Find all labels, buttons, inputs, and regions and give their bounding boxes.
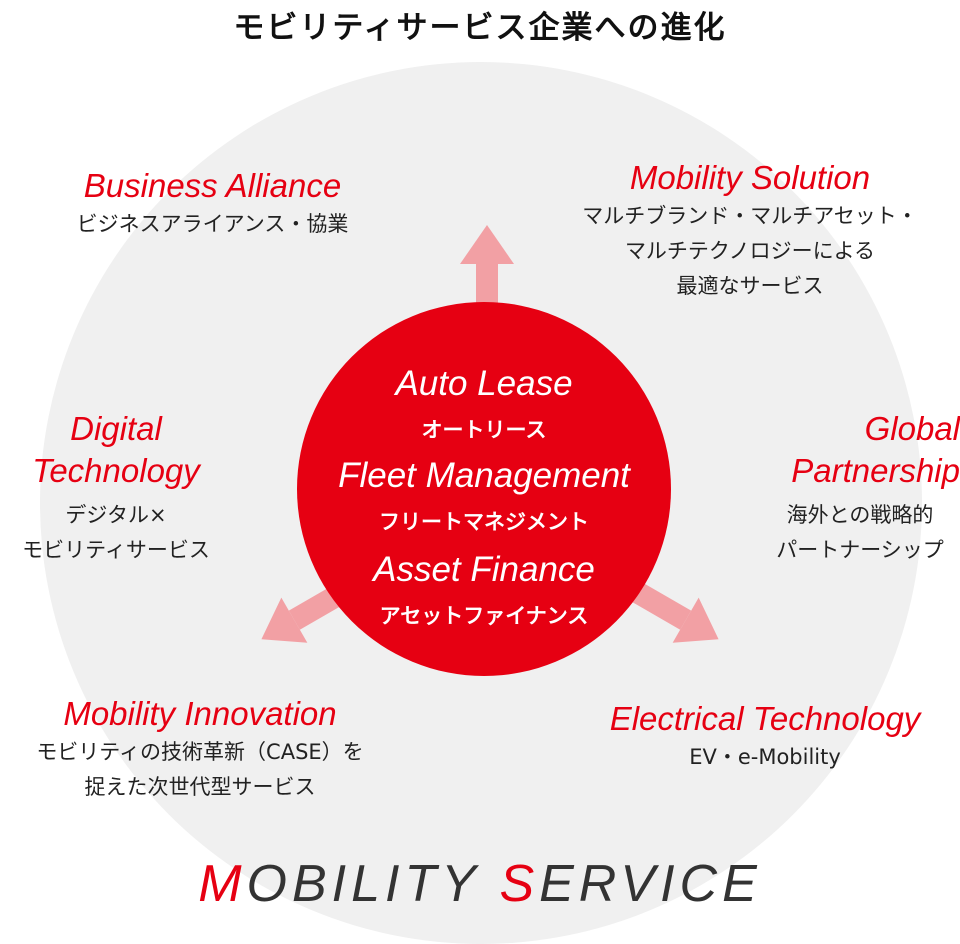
segment-description: 海外との戦略的: [786, 503, 934, 527]
core-item-jp: フリートマネジメント: [379, 510, 589, 534]
arrow-up: [460, 225, 514, 314]
mobility-service-heading: MOBILITY SERVICE: [0, 854, 960, 914]
segment-description: 捉えた次世代型サービス: [84, 775, 316, 799]
segment-global-partnership: Global Partnership 海外との戦略的 パートナーシップ: [740, 408, 960, 568]
segment-title: Mobility Innovation: [63, 695, 337, 732]
segment-description: EV・e-Mobility: [689, 745, 841, 769]
segment-electrical-technology: Electrical Technology EV・e-Mobility: [570, 698, 960, 775]
arrow-lower-right: [628, 580, 719, 643]
page-title: モビリティサービス企業への進化: [233, 10, 727, 46]
segment-mobility-innovation: Mobility Innovation モビリティの技術革新（CASE）を 捉え…: [0, 693, 400, 805]
core-item-jp: アセットファイナンス: [379, 604, 589, 628]
segment-business-alliance: Business Alliance ビジネスアライアンス・協業: [40, 165, 385, 242]
segment-title-line: Technology: [32, 452, 200, 489]
segment-description: マルチテクノロジーによる: [624, 239, 876, 263]
segment-description: ビジネスアライアンス・協業: [76, 212, 349, 236]
segment-title: Mobility Solution: [629, 159, 871, 196]
core-item-en: Fleet Management: [338, 456, 630, 495]
core-business-circle: Auto Lease オートリース Fleet Management フリートマ…: [297, 302, 671, 676]
segment-title: Business Alliance: [83, 167, 342, 204]
segment-description: マルチブランド・マルチアセット・: [582, 204, 918, 228]
core-item-en: Auto Lease: [395, 364, 573, 403]
segment-description: モビリティサービス: [22, 538, 210, 562]
segment-description: モビリティの技術革新（CASE）を: [36, 740, 364, 764]
segment-title: Electrical Technology: [609, 700, 921, 737]
segment-title-line: Digital: [70, 410, 162, 447]
footer-text: ERVICE: [539, 855, 762, 913]
segment-digital-technology: Digital Technology デジタル× モビリティサービス: [0, 408, 232, 568]
segment-description: 最適なサービス: [676, 274, 824, 298]
segment-description: パートナーシップ: [776, 538, 944, 562]
footer-text: OBILITY: [246, 855, 500, 913]
segment-title-line: Global: [864, 410, 960, 447]
footer-initial-m: M: [198, 855, 247, 913]
core-item-jp: オートリース: [421, 418, 547, 442]
footer-initial-s: S: [499, 855, 540, 913]
segment-title-line: Partnership: [791, 452, 960, 489]
core-item-en: Asset Finance: [373, 550, 595, 589]
segment-description: デジタル×: [65, 503, 167, 527]
segment-mobility-solution: Mobility Solution マルチブランド・マルチアセット・ マルチテク…: [540, 157, 960, 304]
